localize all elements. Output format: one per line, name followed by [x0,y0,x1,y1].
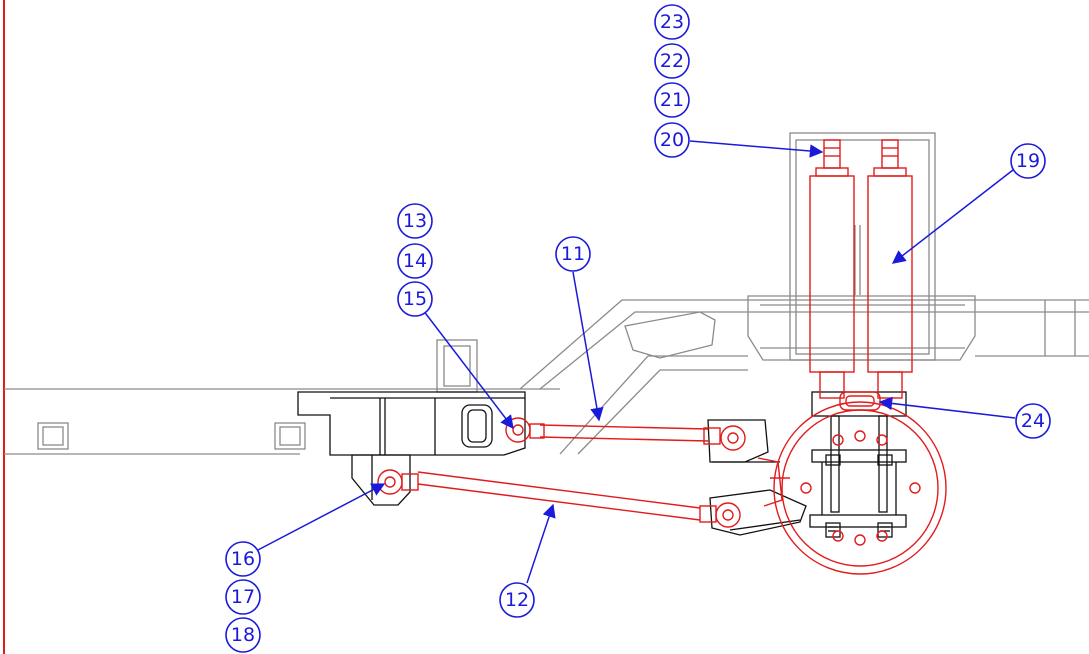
svg-text:11: 11 [561,243,585,265]
svg-text:18: 18 [231,624,255,646]
svg-text:22: 22 [660,50,684,72]
callout-15: 15 [397,281,433,317]
svg-text:21: 21 [660,89,684,111]
svg-text:14: 14 [403,250,427,272]
callout-14: 14 [397,243,433,279]
svg-text:19: 19 [1016,150,1040,172]
callout-19: 19 [1010,143,1046,179]
callout-18: 18 [225,617,261,653]
svg-text:16: 16 [231,548,255,570]
svg-text:23: 23 [660,11,684,33]
callout-bubbles: 23 22 21 20 19 13 14 15 [225,4,1051,653]
svg-text:15: 15 [403,288,427,310]
callout-17: 17 [225,579,261,615]
leader-19 [891,169,1014,264]
chassis-brackets [297,391,907,538]
leader-16 [255,483,386,552]
callout-21: 21 [654,82,690,118]
chassis-frame [4,132,1089,455]
suspension-components [377,139,947,575]
svg-text:24: 24 [1021,410,1045,432]
callout-13: 13 [397,203,433,239]
leader-11 [572,271,604,422]
callout-12: 12 [499,582,535,618]
svg-text:13: 13 [403,210,427,232]
callout-20: 20 [654,122,690,158]
callout-leaders [255,140,1016,584]
svg-text:12: 12 [505,589,529,611]
leader-12 [526,503,556,584]
callout-11: 11 [555,236,591,272]
leader-24 [878,396,1016,419]
leader-20 [689,140,824,158]
callout-22: 22 [654,43,690,79]
leader-15 [422,309,514,430]
callout-24: 24 [1015,403,1051,439]
callout-23: 23 [654,4,690,40]
svg-text:20: 20 [660,129,684,151]
svg-text:17: 17 [231,586,255,608]
callout-16: 16 [225,541,261,577]
